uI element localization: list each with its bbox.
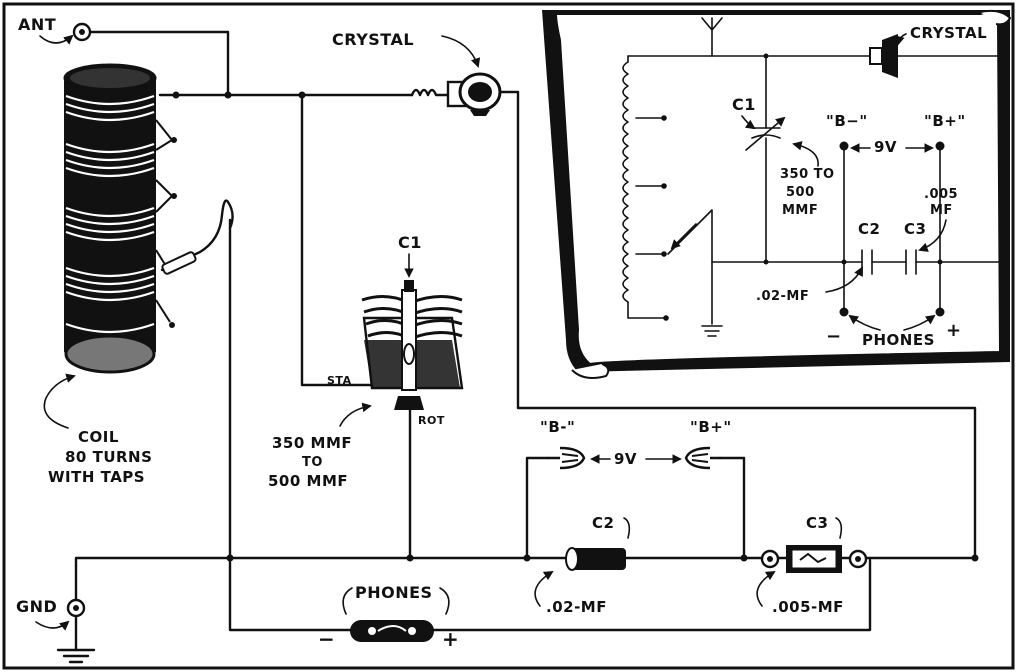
capacitor-c3: [760, 545, 868, 573]
phones-label: PHONES: [355, 583, 433, 602]
inset-c3-label: C3: [904, 220, 926, 238]
inset-battery-voltage: 9V: [874, 138, 897, 156]
coil: [63, 63, 234, 374]
c3-label: C3: [806, 514, 828, 532]
ant-arrow: [39, 34, 74, 45]
b-plus-label: "B+": [690, 418, 732, 436]
inset-b-plus-label: "B+": [924, 112, 966, 130]
inset-c1-value-arrow: [792, 141, 819, 167]
c2-arrow: [534, 570, 554, 607]
main-wiring: [74, 30, 977, 652]
b-minus-label: "B-": [540, 418, 575, 436]
inset-c1-arrow: [741, 115, 756, 130]
phones-bracket-right: [439, 587, 450, 615]
c3-arrow: [756, 570, 776, 607]
junction-dots: [172, 91, 979, 562]
coil-arrow: [43, 373, 76, 429]
rot-label: ROT: [418, 414, 445, 427]
crystal-detector: [446, 72, 502, 116]
crystal-label: CRYSTAL: [332, 30, 414, 49]
crystal-arrow: [441, 35, 481, 68]
gnd-arrow: [35, 620, 70, 631]
variable-capacitor-c1: [361, 280, 464, 410]
inset-crystal-label: CRYSTAL: [910, 24, 987, 42]
phones-minus-label: −: [318, 627, 335, 651]
phones-plug: [350, 620, 434, 642]
sta-label: STA: [327, 374, 352, 387]
phones-plus-label: +: [442, 627, 459, 651]
inset-c1-value-2: 500: [786, 185, 815, 200]
c3-value-label: .005-MF: [772, 598, 844, 616]
c2-value-label: .02-MF: [546, 598, 607, 616]
inset-c1-value-3: MMF: [782, 203, 818, 218]
c3-tick: [835, 517, 843, 539]
capacitor-c2: [565, 547, 626, 571]
inset-phones-minus: −: [826, 326, 842, 347]
inset-phones-label: PHONES: [862, 331, 935, 349]
c1-value-1: 350 MMF: [272, 434, 352, 452]
coil-label-3: WITH TAPS: [48, 468, 145, 486]
c2-label: C2: [592, 514, 614, 532]
inset-c2-value-arrow: [825, 266, 863, 293]
c1-value-3: 500 MMF: [268, 472, 348, 490]
coil-label-2: 80 TURNS: [65, 448, 152, 466]
phones-bracket-left: [342, 587, 353, 615]
c1-value-2: TO: [302, 455, 323, 470]
c1-label: C1: [398, 233, 422, 252]
inset-c3-value-1: .005: [924, 187, 958, 202]
inset-c2-label: C2: [858, 220, 880, 238]
inset-c2-value: .02-MF: [756, 289, 809, 304]
antenna-terminal: [72, 22, 92, 42]
inset-c1-value-1: 350 TO: [780, 167, 835, 182]
inset-c1-label: C1: [732, 95, 756, 114]
gnd-label: GND: [16, 597, 57, 616]
inset-b-minus-label: "B−": [826, 112, 868, 130]
inset-phones-arrow-left: [848, 314, 881, 331]
inset-c3-value-2: MF: [930, 203, 953, 218]
inset-phones-arrow-right: [903, 314, 936, 331]
c1-value-arrow: [339, 402, 372, 427]
inset-c3-arrow: [918, 219, 947, 252]
ant-label: ANT: [18, 15, 56, 34]
ground-terminal: [56, 598, 96, 664]
coil-label-1: COIL: [78, 428, 119, 446]
c2-tick: [623, 517, 631, 539]
inset-phones-plus: +: [946, 320, 962, 341]
inset-wiring: [622, 17, 1001, 337]
inset-crystal: [869, 34, 898, 78]
battery-voltage-label: 9V: [614, 450, 637, 468]
inset-panel: [542, 9, 1012, 379]
inset-crystal-arrow: [895, 33, 907, 46]
battery-clip-minus: [546, 446, 586, 470]
battery-clip-plus: [684, 446, 722, 470]
